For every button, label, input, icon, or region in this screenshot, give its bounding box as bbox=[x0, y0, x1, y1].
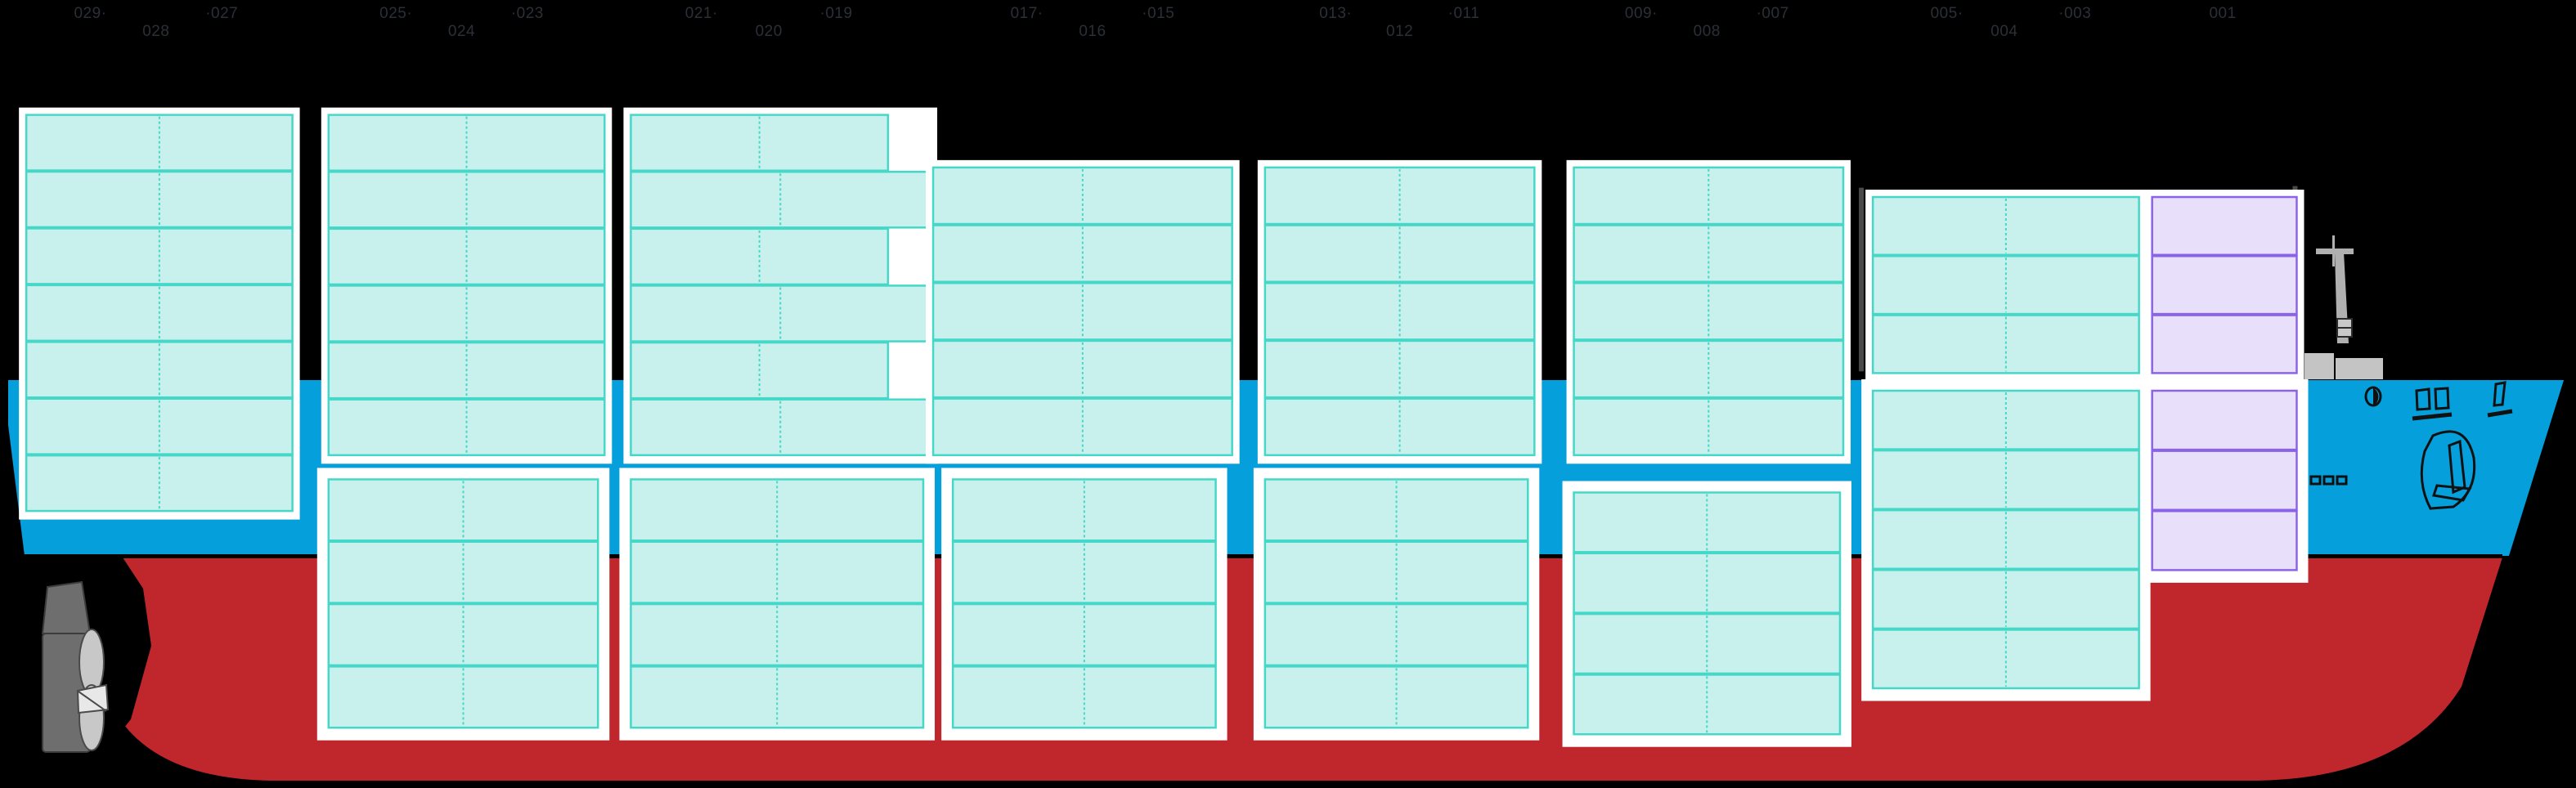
bay-label-even-008: 008 bbox=[1694, 23, 1721, 40]
bow-deckhouse-left bbox=[2304, 353, 2334, 379]
bay-label-odd-025: 025· bbox=[379, 5, 412, 22]
bow-details-group bbox=[2304, 235, 2513, 510]
bay-009-007-008 bbox=[1566, 159, 1851, 464]
rudder-upper bbox=[41, 580, 92, 634]
hold-bay-021-019-020 bbox=[619, 468, 936, 741]
hold-bay-005-003-004-reefer bbox=[2140, 378, 2309, 583]
bay-label-odd-011: ·011 bbox=[1448, 5, 1480, 22]
propeller-edge bbox=[78, 691, 107, 712]
bay-label-even-012: 012 bbox=[1386, 23, 1413, 40]
container-slot[interactable] bbox=[1871, 389, 2140, 450]
hold-bay-017-015-016 bbox=[941, 468, 1227, 741]
bay-label-odd-001: 001 bbox=[2209, 5, 2236, 22]
bay-label-even-020: 020 bbox=[756, 23, 783, 40]
bay-label-odd-009: 009· bbox=[1625, 5, 1658, 22]
container-slot[interactable] bbox=[1871, 569, 2140, 630]
container-slot[interactable] bbox=[1573, 552, 1842, 614]
container-slot[interactable] bbox=[2151, 255, 2298, 316]
hull-bow-flare bbox=[2306, 380, 2564, 556]
hold-bay-009-007-008 bbox=[1562, 481, 1851, 747]
bay-005-003-004-reefer bbox=[2144, 190, 2304, 382]
container-slot[interactable] bbox=[2151, 389, 2298, 451]
bay-025-023-024 bbox=[321, 107, 613, 464]
container-slot[interactable] bbox=[327, 665, 599, 729]
vent-row-icon bbox=[2309, 475, 2348, 486]
hold-bay-025-023-024 bbox=[316, 468, 610, 741]
hold-bay-005-003-004-standard bbox=[1861, 378, 2151, 701]
porthole-icon-shade bbox=[2373, 388, 2379, 405]
container-bays bbox=[19, 107, 2309, 747]
container-slot[interactable] bbox=[1871, 508, 2140, 571]
bay-label-odd-027: ·027 bbox=[205, 5, 238, 22]
bow-hatch-sill-icon bbox=[2487, 409, 2513, 418]
container-slot[interactable] bbox=[2151, 314, 2298, 374]
bay-label-odd-007: ·007 bbox=[1757, 5, 1789, 22]
bay-label-even-004: 004 bbox=[1990, 23, 2017, 40]
container-slot[interactable] bbox=[1871, 449, 2140, 510]
anchor-fluke-icon bbox=[2432, 484, 2472, 502]
bay-label-odd-021: 021· bbox=[685, 5, 718, 22]
container-slot[interactable] bbox=[1573, 491, 1842, 553]
hold-bay-013-011-012 bbox=[1253, 468, 1540, 741]
bridge-window-right-icon bbox=[2434, 387, 2450, 410]
bay-label-odd-013: 013· bbox=[1319, 5, 1352, 22]
bay-029-027-028 bbox=[19, 107, 300, 520]
bay-013-011-012 bbox=[1257, 159, 1542, 464]
container-slot[interactable] bbox=[2151, 195, 2298, 257]
stern-details-group bbox=[41, 580, 110, 753]
bay-label-odd-003: ·003 bbox=[2058, 5, 2091, 22]
bay-label-odd-005: 005· bbox=[1931, 5, 1963, 22]
bulkhead-forward-hold bbox=[1859, 187, 1865, 372]
bay-021-019-020 bbox=[623, 107, 938, 464]
container-slot[interactable] bbox=[1573, 674, 1842, 736]
container-slot[interactable] bbox=[1573, 612, 1842, 675]
bridge-window-left-icon bbox=[2415, 387, 2431, 411]
bay-label-even-016: 016 bbox=[1079, 23, 1106, 40]
bay-label-even-028: 028 bbox=[142, 23, 169, 40]
bay-label-ruler: 029· ·027 025· ·023 021· ·019 017· ·015 013· ·011… bbox=[74, 5, 2236, 40]
propeller-hub bbox=[76, 683, 110, 714]
bay-017-015-016 bbox=[926, 159, 1240, 464]
bay-label-odd-015: ·015 bbox=[1142, 5, 1174, 22]
bow-mast-crosstree bbox=[2316, 248, 2354, 254]
bow-hatch-icon bbox=[2493, 381, 2506, 407]
container-slot[interactable] bbox=[2151, 510, 2298, 571]
bay-label-odd-023: ·023 bbox=[511, 5, 544, 22]
bow-deckhouse-right bbox=[2336, 358, 2383, 379]
container-slot[interactable] bbox=[2151, 450, 2298, 512]
container-slot[interactable] bbox=[1871, 629, 2140, 690]
bay-label-odd-019: ·019 bbox=[820, 5, 853, 22]
bridge-window-sill-icon bbox=[2412, 412, 2453, 421]
container-slot[interactable] bbox=[1871, 195, 2140, 257]
bay-label-even-024: 024 bbox=[448, 23, 475, 40]
bay-005-003-004-standard bbox=[1865, 190, 2147, 382]
bay-label-odd-017: 017· bbox=[1011, 5, 1043, 22]
bay-label-odd-029: 029· bbox=[74, 5, 106, 22]
